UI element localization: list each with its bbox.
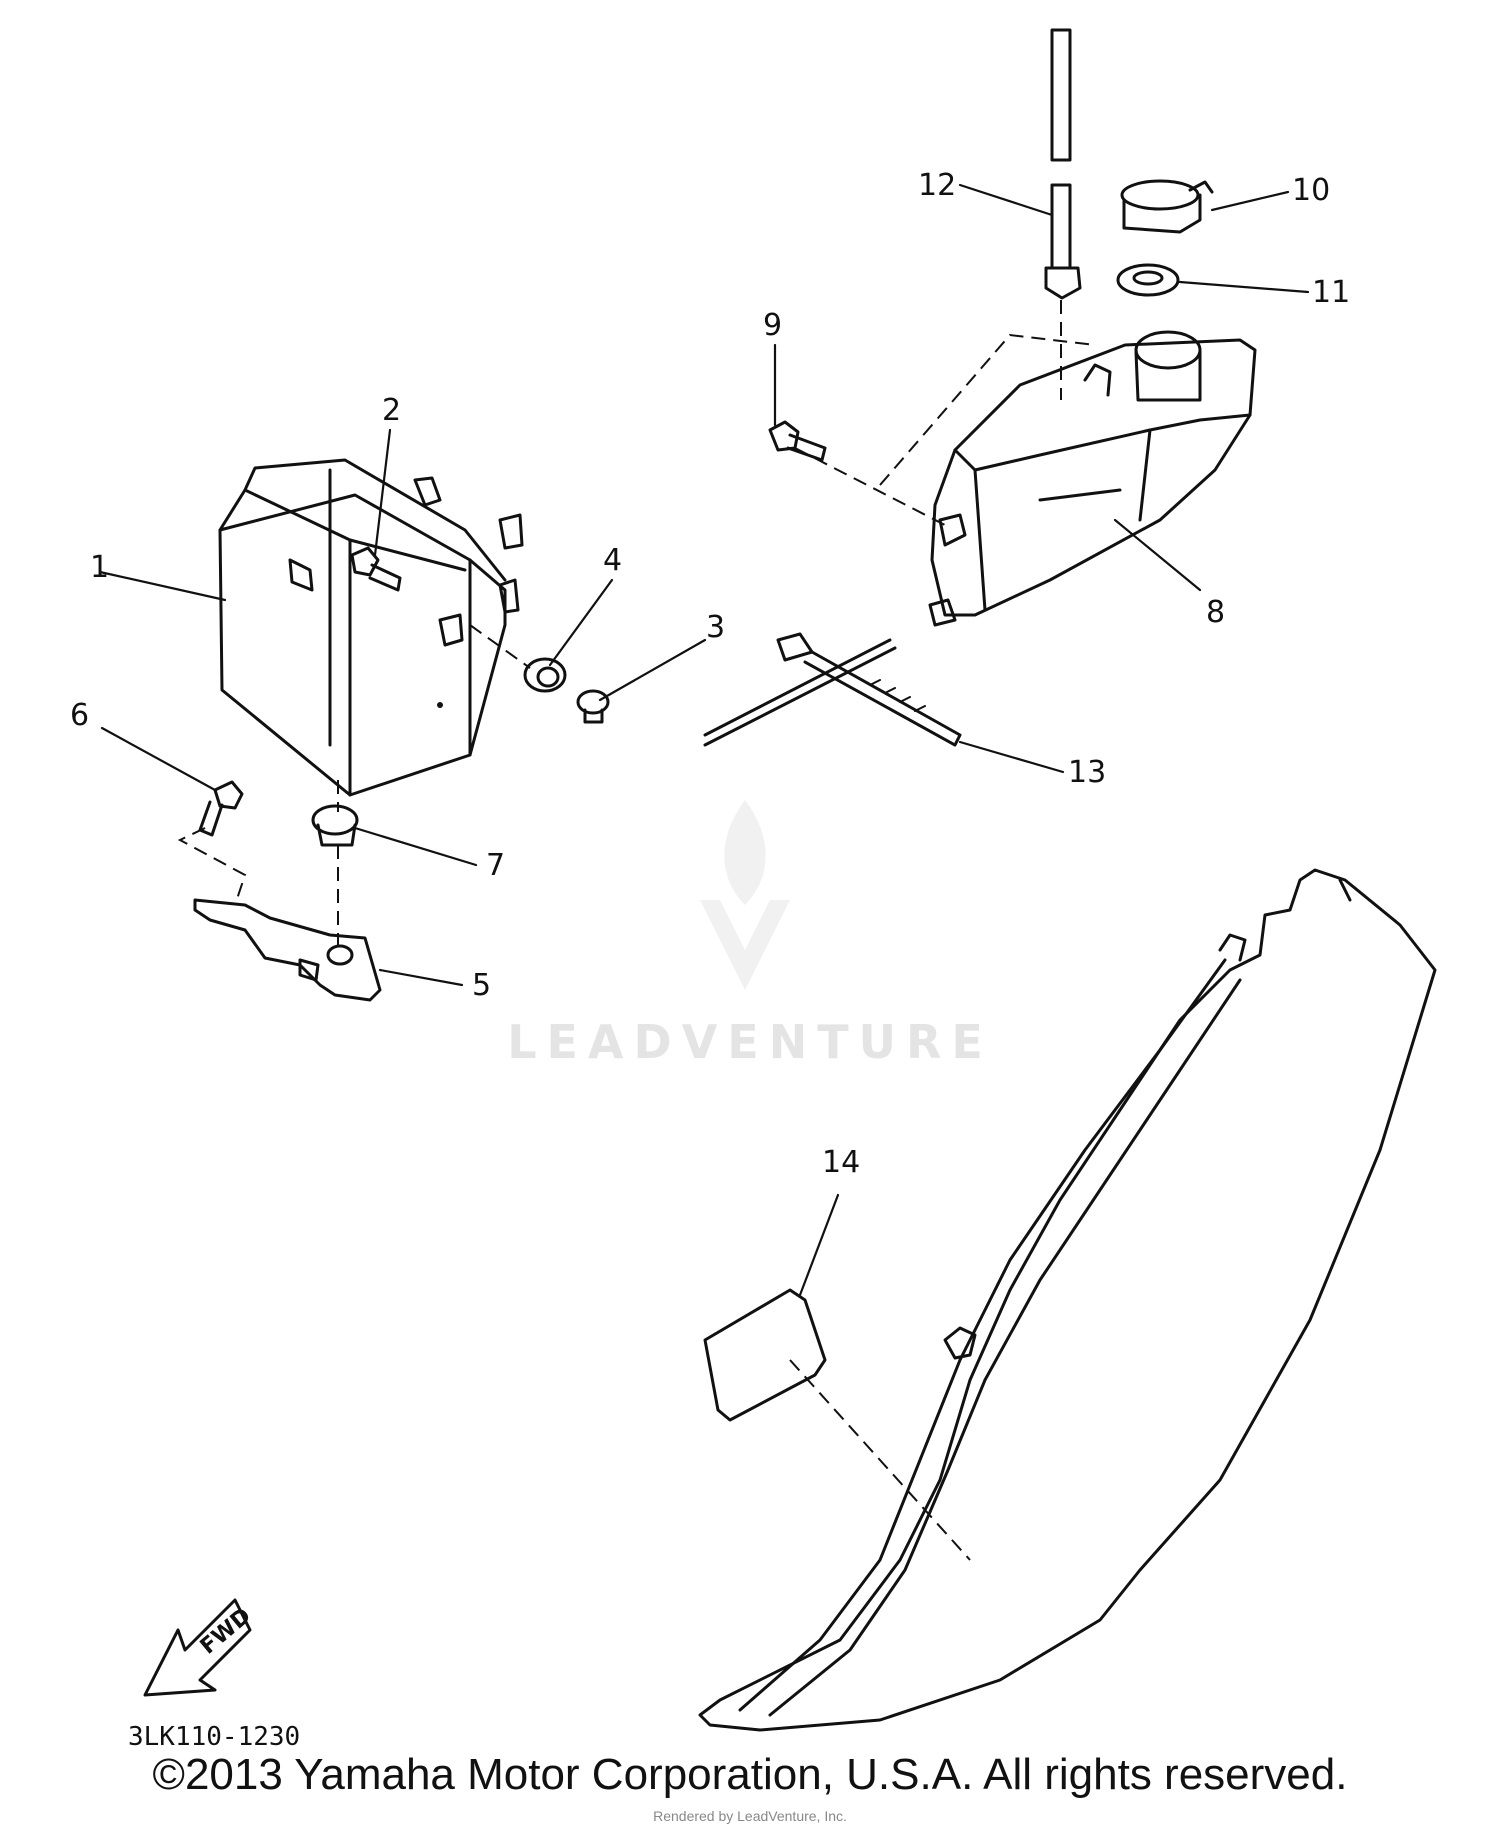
copyright-notice: ©2013 Yamaha Motor Corporation, U.S.A. A… (152, 1750, 1348, 1799)
watermark-text: LEADVENTURE (507, 1015, 993, 1069)
callout-7: 7 (486, 848, 505, 883)
callout-9: 9 (763, 308, 782, 343)
callout-10: 10 (1292, 173, 1330, 208)
assembly-dash-lines (177, 300, 1096, 1561)
emblem-label-14 (703, 1288, 827, 1422)
callout-14: 14 (822, 1145, 860, 1180)
callout-4: 4 (603, 543, 622, 578)
callout-3: 3 (706, 610, 725, 645)
callout-1: 1 (90, 550, 109, 585)
bracket-5 (193, 898, 382, 1002)
hose-12 (1044, 28, 1082, 300)
side-cover (698, 868, 1437, 1732)
bolt-6 (198, 780, 244, 837)
callout-11: 11 (1312, 275, 1350, 310)
diagram-code: 3LK110-1230 (128, 1722, 300, 1752)
cap-10 (1120, 179, 1214, 234)
bolt-2 (350, 546, 402, 592)
gasket-11 (1116, 263, 1180, 297)
callout-8: 8 (1206, 595, 1225, 630)
grommet-7 (311, 804, 359, 847)
reservoir-tank-8 (928, 330, 1257, 627)
battery-box (218, 458, 524, 797)
bolt-9 (768, 420, 827, 462)
cable-tie-13 (703, 632, 962, 747)
leader-lines (98, 183, 1310, 1297)
rendered-by-credit: Rendered by LeadVenture, Inc. (653, 1808, 847, 1824)
callout-2: 2 (382, 393, 401, 428)
grommet-4 (523, 657, 567, 693)
callout-13: 13 (1068, 755, 1106, 790)
watermark-logo-icon (700, 800, 790, 990)
callout-6: 6 (70, 698, 89, 733)
callout-5: 5 (472, 968, 491, 1003)
fwd-arrow-icon: FWD (143, 1598, 256, 1697)
callout-12: 12 (918, 168, 956, 203)
collar-3 (576, 689, 610, 724)
